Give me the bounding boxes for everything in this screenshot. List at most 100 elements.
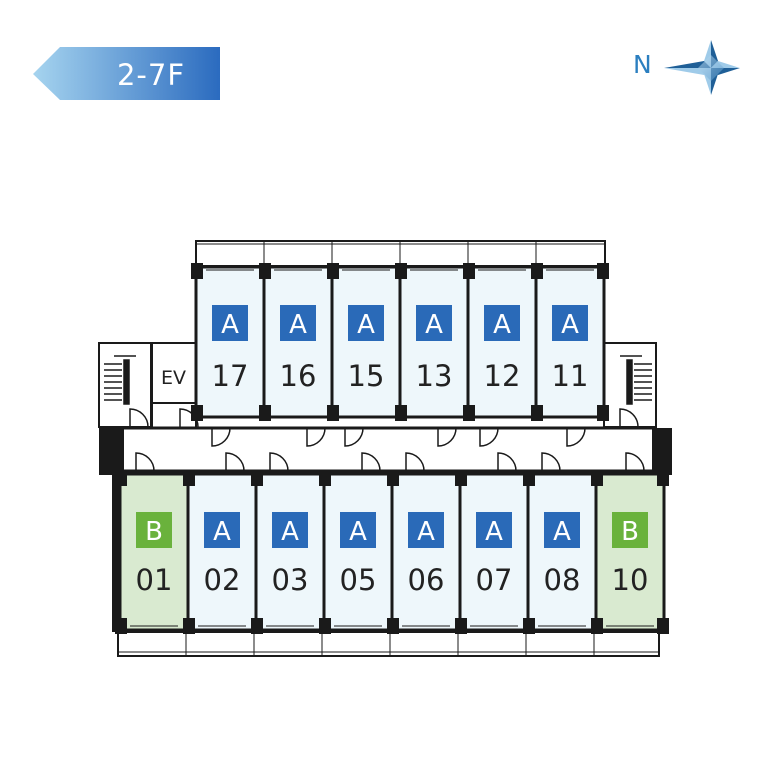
column [523,470,535,486]
south-unit-06[interactable]: A 06 [387,470,462,634]
column [531,263,543,279]
column [387,470,399,486]
unit-number-label: 06 [408,563,445,597]
south-unit-02[interactable]: A 02 [183,470,258,634]
unit-number-label: 13 [416,359,453,393]
unit-type-label: B [145,517,163,547]
unit-room [254,472,326,632]
unit-type-label: A [349,517,367,547]
door-swing-icon [306,427,326,447]
column [387,618,399,634]
south-balcony [117,631,660,657]
north-unit-17[interactable]: A 17 [191,263,266,421]
column [259,263,271,279]
south-unit-07[interactable]: A07 [455,470,530,634]
column [657,470,669,486]
compass-north-label: N [633,50,652,79]
column [591,470,603,486]
unit-number-label: 08 [544,563,581,597]
unit-number-label: 12 [484,359,521,393]
unit-room [330,265,402,419]
column [455,470,467,486]
column [327,263,339,279]
unit-room [526,472,598,632]
unit-number-label: 02 [204,563,241,597]
unit-room [262,265,334,419]
column [327,405,339,421]
column [523,618,535,634]
corridor-doors [129,408,645,472]
unit-type-label: B [621,517,639,547]
column [455,618,467,634]
south-unit-05[interactable]: A 05 [319,470,394,634]
unit-room [594,472,666,632]
column [395,405,407,421]
south-units: B 01 A 02 A03 A 05 A 06 A07 A 08 B10 [115,470,669,634]
compass-star-icon [664,40,740,95]
north-unit-15[interactable]: A15 [327,263,402,421]
unit-room [466,265,538,419]
unit-type-badge [552,305,588,341]
south-unit-03[interactable]: A03 [251,470,326,634]
column [191,405,203,421]
unit-type-badge [272,512,308,548]
column [251,618,263,634]
right-end-wall [652,428,672,475]
column [463,263,475,279]
unit-type-label: A [221,310,239,340]
unit-number-label: 05 [340,563,377,597]
column [531,405,543,421]
door-swing-icon [625,452,645,472]
column [115,618,127,634]
north-unit-12[interactable]: A 12 [463,263,538,421]
unit-room [458,472,530,632]
column [183,618,195,634]
door-swing-icon [479,427,499,447]
north-unit-13[interactable]: A13 [395,263,470,421]
left-side-wall [112,471,120,632]
door-swing-icon [437,427,457,447]
unit-type-label: A [417,517,435,547]
door-swing-icon [541,452,561,472]
column [319,470,331,486]
column [597,263,609,279]
unit-type-label: A [493,310,511,340]
unit-type-badge [544,512,580,548]
door-swing-icon [361,452,381,472]
unit-type-label: A [289,310,307,340]
unit-type-label: A [553,517,571,547]
unit-number-label: 15 [348,359,385,393]
stair-right-icon [620,355,652,405]
unit-number-label: 17 [212,359,249,393]
unit-type-badge [136,512,172,548]
unit-type-badge [340,512,376,548]
unit-room [390,472,462,632]
door-swing-icon [129,408,149,428]
south-unit-01[interactable]: B 01 [115,470,190,634]
north-unit-11[interactable]: A11 [531,263,606,421]
south-unit-10[interactable]: B10 [591,470,666,634]
unit-number-label: 01 [136,563,173,597]
left-end-wall [99,428,124,475]
unit-type-badge [408,512,444,548]
unit-type-badge [484,305,520,341]
unit-type-badge [348,305,384,341]
north-unit-16[interactable]: A16 [259,263,334,421]
column [597,405,609,421]
door-swing-icon [344,427,364,447]
unit-room [322,472,394,632]
column [319,618,331,634]
door-swing-icon [211,427,231,447]
unit-number-label: 11 [552,359,589,393]
unit-type-label: A [213,517,231,547]
door-swing-icon [566,427,586,447]
unit-room [186,472,258,632]
unit-room [398,265,470,419]
unit-room [534,265,606,419]
unit-type-badge [280,305,316,341]
door-swing-icon [619,408,639,428]
door-swing-icon [497,452,517,472]
south-unit-08[interactable]: A 08 [523,470,598,634]
